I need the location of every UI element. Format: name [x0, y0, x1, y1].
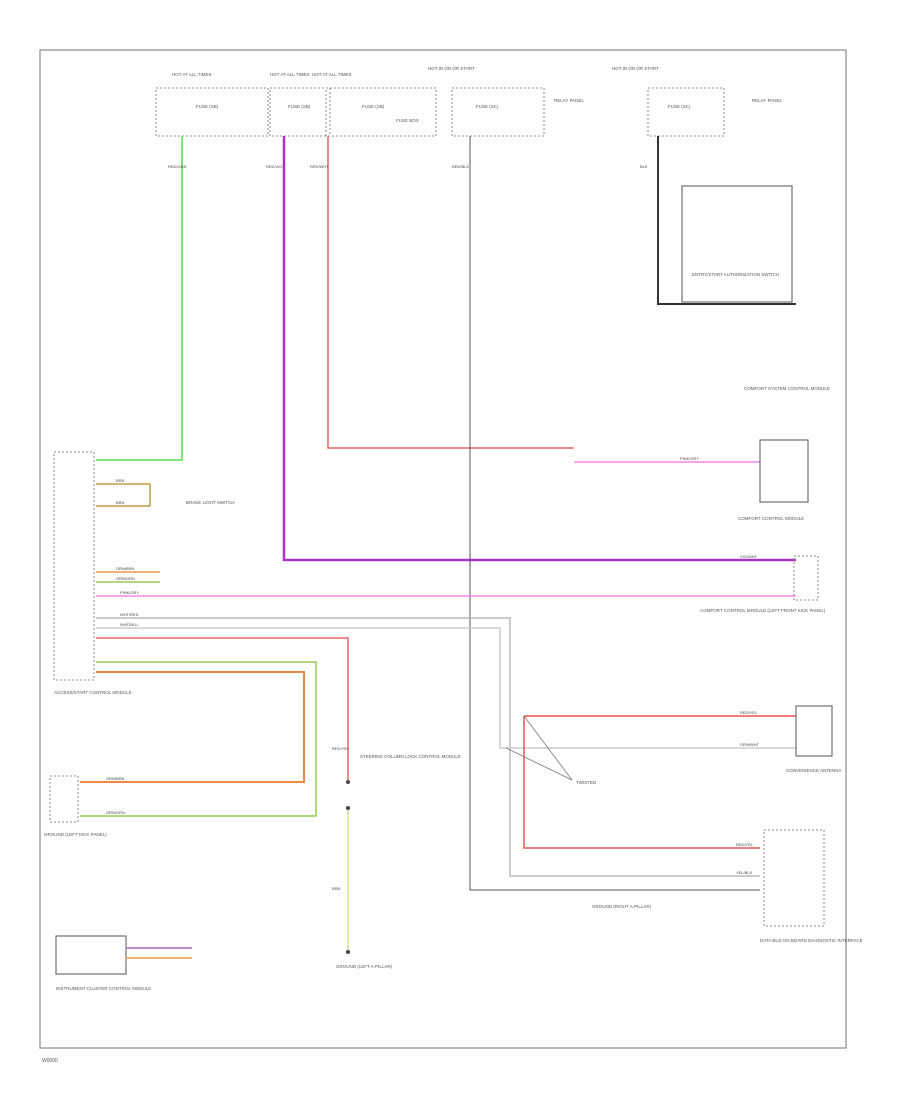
brake-label: BRAKE LIGHT SWITCH: [186, 500, 235, 505]
wire-green-label: RED/GRN: [168, 164, 187, 169]
ecu-top-right-label: ENTRY/START AUTHORIZATION SWITCH: [692, 272, 779, 277]
wire-orange-pair-2-label: ORN/GRN: [116, 576, 135, 581]
wire-red-switch: [96, 637, 349, 780]
gateway-label: DATA BUS ON BOARD DIAGNOSTIC INTERFACE: [760, 938, 863, 943]
wire-violet: [282, 136, 796, 562]
ground-right-label: GROUND (RIGHT A-PILLAR): [592, 904, 652, 909]
switch-top-label: RED/YEL: [332, 746, 350, 751]
fuse-box-5-top-label: HOT IN ON OR START: [612, 66, 659, 71]
fuse-box-1-fuse-label: FUSE (SB): [196, 104, 219, 109]
fuse-box-2-top-label: HOT AT ALL TIMES: [270, 72, 310, 77]
wire-grey-2-label: WHT/BLU: [120, 622, 138, 627]
instrument-label: INSTRUMENT CLUSTER CONTROL MODULE: [56, 986, 151, 991]
diagram-frame: [39, 49, 847, 1049]
control-module-box: [53, 451, 95, 681]
ground-center-pin: [346, 950, 350, 954]
ground-left-box: [49, 775, 79, 823]
fuse-box-1-top-label: HOT AT ALL TIMES: [172, 72, 212, 77]
wire-black: [469, 136, 760, 891]
wire-red-top-label: RED/WHT: [310, 164, 329, 169]
switch-bot-label: BRN: [332, 886, 341, 891]
twisted-line-2: [505, 747, 573, 781]
wire-red-low2-label: RED/YEL: [736, 842, 754, 847]
fuse-box-4-side-label: RELAY PANEL: [554, 98, 585, 103]
fuse-box-4-fuse-label: FUSE (SC): [476, 104, 499, 109]
wire-grey-1: [96, 617, 760, 877]
fuse-box-4: HOT IN ON OR START FUSE (SC) RELAY PANEL: [428, 66, 585, 137]
fuse-box-3-frame: [325, 87, 437, 137]
antenna-label: CONVENIENCE ANTENNA: [786, 768, 842, 773]
wire-yel-low-label: YEL/BLK: [736, 870, 753, 875]
module-right-lower-label: COMFORT CONTROL MODULE (LEFT FRONT KICK …: [700, 608, 826, 613]
wire-grey-2: [96, 627, 796, 749]
ground-center-label: GROUND (LEFT A-PILLAR): [336, 964, 393, 969]
wire-violet-h-label: VIO/WHT: [740, 554, 758, 559]
wire-brown-1: [96, 483, 151, 507]
fuse-box-1: HOT AT ALL TIMES FUSE (SB): [155, 72, 269, 137]
page-id: W0000: [42, 1058, 58, 1064]
fuse-box-5: HOT IN ON OR START FUSE (SC) RELAY PANEL: [612, 66, 783, 137]
fuse-box-3: HOT AT ALL TIMES FUSE (SB) FUSE BOX: [312, 72, 437, 137]
ecu-top-right-box: [681, 185, 793, 303]
wire-orange: [80, 671, 305, 783]
wire-brown-2-label: BRN: [116, 500, 125, 505]
fuse-box-4-top-label: HOT IN ON OR START: [428, 66, 475, 71]
fuse-box-3-fuse-label: FUSE (SB): [362, 104, 385, 109]
fuse-box-3-top-label: HOT AT ALL TIMES: [312, 72, 352, 77]
antenna-box: [795, 705, 833, 757]
wire-black-label: RED/BLK: [452, 164, 469, 169]
switch-pin-bottom: [346, 806, 350, 810]
wire-red-low-label: RED/YEL: [740, 710, 758, 715]
wire-green-yellow: [80, 661, 317, 817]
fuse-box-3-side-label: FUSE BOX: [396, 118, 419, 123]
fuse-box-2-frame: [269, 87, 331, 137]
wire-orange-pair-1-label: ORN/BRN: [116, 566, 135, 571]
fuse-box-5-side-label: RELAY PANEL: [752, 98, 783, 103]
ground-left-label: GROUND (LEFT KICK PANEL): [44, 832, 107, 837]
wire-green: [96, 136, 183, 461]
fuse-box-4-frame: [451, 87, 545, 137]
wire-violet-label: RED/VIO: [266, 164, 282, 169]
wire-grn-low-label: GRN/WHT: [740, 742, 760, 747]
fuse-box-5-fuse-label: FUSE (SC): [668, 104, 691, 109]
steering-lock-label: STEERING COLUMN LOCK CONTROL MODULE: [360, 754, 461, 759]
wire-grey-1-label: WHT/RED: [120, 612, 139, 617]
fuse-box-2: HOT AT ALL TIMES FUSE (SB): [269, 72, 331, 137]
wire-pink-2-label: PINK/GRY: [120, 590, 139, 595]
wire-pink-label: PINK/GRY: [680, 456, 699, 461]
wire-black-right: [657, 136, 796, 305]
ecu-top-right-caption: COMFORT SYSTEM CONTROL MODULE: [744, 386, 830, 391]
wire-red-low-2: [523, 716, 760, 849]
instrument-box: [55, 935, 127, 975]
module-right-lower-box: [793, 555, 819, 601]
wire-green-yellow-label: ORN/GRN: [106, 810, 125, 815]
fuse-box-1-frame: [155, 87, 269, 137]
wire-orange-label: ORN/BRN: [106, 776, 125, 781]
switch-pin-top: [346, 780, 350, 784]
wire-brown-1-label: BRN: [116, 478, 125, 483]
wire-red-top: [327, 136, 574, 449]
wire-black-right-label: BLK: [640, 164, 648, 169]
fuse-box-5-frame: [647, 87, 725, 137]
fuse-box-2-fuse-label: FUSE (SB): [288, 104, 311, 109]
relay-right-box: [759, 439, 809, 503]
relay-right-label: COMFORT CONTROL MODULE: [738, 516, 804, 521]
twisted-label: TWISTED: [576, 780, 597, 785]
twisted-line-1: [523, 715, 573, 781]
control-module-label: ACCESS/START CONTROL MODULE: [54, 690, 132, 695]
gateway-box: [763, 829, 825, 927]
